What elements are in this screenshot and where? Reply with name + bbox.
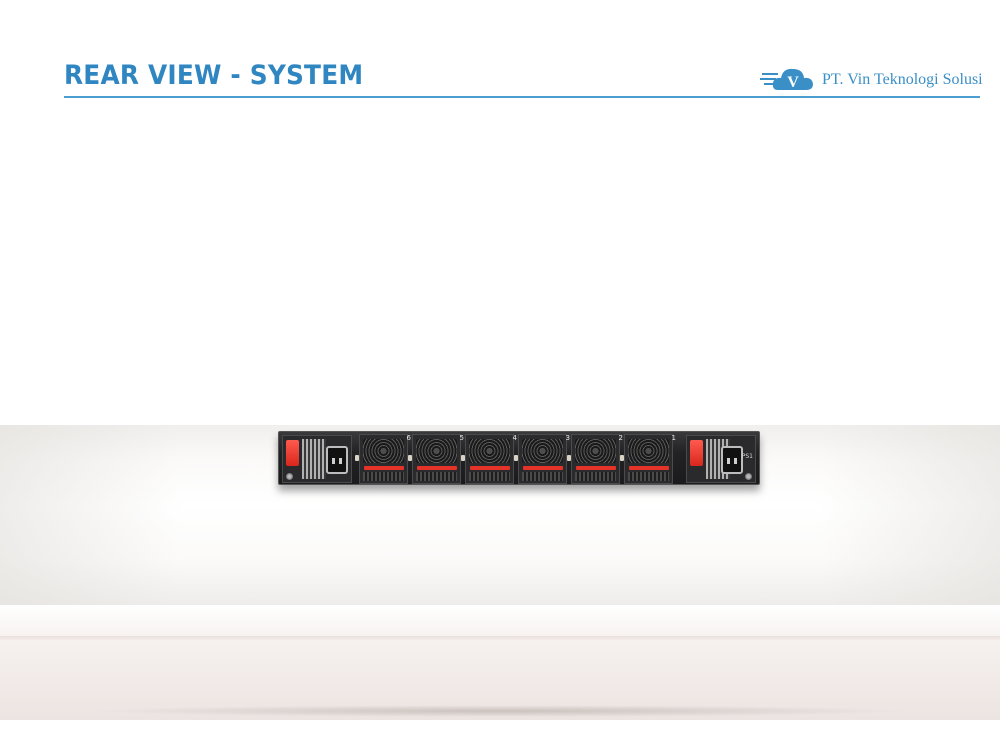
status-led-icon [461, 455, 465, 461]
psu-release-latch [690, 440, 703, 466]
power-inlet-icon [326, 446, 348, 474]
status-led-icon [408, 455, 412, 461]
fan-number: 5 [459, 434, 464, 442]
fan-vent [575, 472, 616, 481]
power-supply-left [282, 435, 352, 483]
fan-vent [469, 472, 510, 481]
fan-handle [364, 466, 404, 470]
company-name: PT. Vin Teknologi Solusi [822, 71, 983, 88]
fan-icon [469, 439, 510, 463]
fan-handle [576, 466, 616, 470]
power-supply-right: PS1 [686, 435, 756, 483]
logo-letter: V [787, 74, 799, 91]
company-logo: V PT. Vin Teknologi Solusi [760, 62, 990, 96]
fan-handle [523, 466, 563, 470]
fan-icon [628, 439, 669, 463]
fan-icon [522, 439, 563, 463]
fan-number: 4 [512, 434, 517, 442]
fan-module: 6 [355, 434, 411, 484]
cloud-logo-icon: V [760, 68, 813, 91]
fan-handle [629, 466, 669, 470]
psu-vent-grille [302, 439, 326, 479]
fan-module: 2 [567, 434, 623, 484]
shelf-shade-right [820, 425, 1000, 605]
fan-icon [363, 439, 404, 463]
server-rear-panel: 6 5 4 3 2 1 PS1 [278, 431, 760, 485]
fan-vent [363, 472, 404, 481]
fan-icon [575, 439, 616, 463]
status-led-icon [567, 455, 571, 461]
screw-icon [286, 473, 293, 480]
floor-surface [0, 605, 1000, 720]
status-led-icon [355, 455, 359, 461]
fan-module: 4 [461, 434, 517, 484]
status-led-icon [514, 455, 518, 461]
psu-release-latch [286, 440, 299, 466]
fan-vent [628, 472, 669, 481]
psu-label: PS1 [741, 453, 753, 460]
fan-module: 3 [514, 434, 570, 484]
fan-module: 5 [408, 434, 464, 484]
floor-shadow [90, 705, 910, 717]
fan-vent [416, 472, 457, 481]
screw-icon [745, 473, 752, 480]
fan-icon [416, 439, 457, 463]
fan-vent [522, 472, 563, 481]
fan-number: 1 [671, 434, 676, 442]
slide-title: REAR VIEW - SYSTEM [64, 60, 364, 91]
fan-number: 3 [565, 434, 570, 442]
fan-handle [417, 466, 457, 470]
fan-number: 2 [618, 434, 623, 442]
floor-edge [0, 636, 1000, 640]
power-inlet-icon [721, 446, 743, 474]
title-underline [64, 96, 980, 98]
status-led-icon [620, 455, 624, 461]
fan-number: 6 [406, 434, 411, 442]
fan-handle [470, 466, 510, 470]
fan-module: 1 [620, 434, 676, 484]
shelf-shade-left [0, 425, 180, 605]
